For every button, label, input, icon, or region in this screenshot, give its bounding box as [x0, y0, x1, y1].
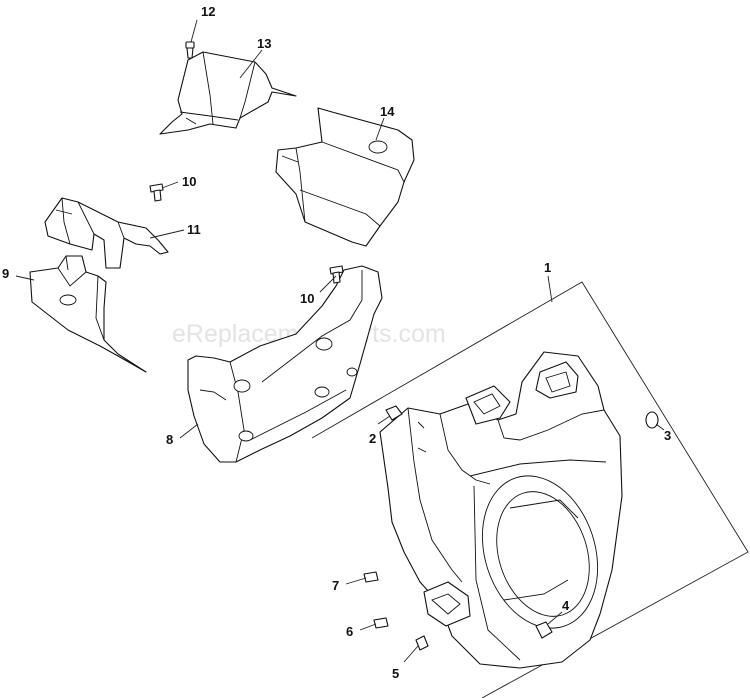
- part-14-shroud[interactable]: [275, 107, 415, 247]
- part-12-screw[interactable]: [185, 41, 195, 59]
- part-5-screw[interactable]: [415, 635, 429, 651]
- leader-lines: [15, 19, 665, 663]
- callout-4: 4: [562, 598, 570, 613]
- callout-13: 13: [257, 36, 271, 51]
- part-7-screw[interactable]: [363, 571, 379, 583]
- part-9-shroud[interactable]: [29, 255, 147, 373]
- part-10-screw-lower[interactable]: [329, 265, 344, 284]
- part-4-nut[interactable]: [535, 621, 553, 639]
- part-11-bracket[interactable]: [44, 197, 169, 269]
- callout-8: 8: [166, 432, 173, 447]
- part-1-blower-housing[interactable]: [379, 351, 623, 669]
- part-1-assembly-boundary: [311, 281, 749, 698]
- callout-10-upper: 10: [182, 174, 196, 189]
- callout-3: 3: [664, 428, 671, 443]
- callout-7: 7: [332, 578, 339, 593]
- callout-14: 14: [380, 104, 395, 119]
- callout-2: 2: [369, 431, 376, 446]
- callout-9: 9: [2, 266, 9, 281]
- callout-11: 11: [187, 222, 201, 237]
- part-8-shroud[interactable]: [187, 265, 383, 463]
- part-13-shroud[interactable]: [159, 51, 297, 135]
- callout-labels: 12 13 14 10 11 9 10 8 1 2 3 4 5 6 7: [2, 4, 671, 681]
- callout-1: 1: [544, 260, 551, 275]
- callout-5: 5: [392, 666, 399, 681]
- callout-10-lower: 10: [300, 291, 314, 306]
- callout-6: 6: [346, 624, 353, 639]
- part-6-screw[interactable]: [373, 617, 389, 629]
- part-3-plug[interactable]: [645, 411, 659, 429]
- callout-12: 12: [201, 4, 215, 19]
- part-10-screw-upper[interactable]: [149, 183, 164, 202]
